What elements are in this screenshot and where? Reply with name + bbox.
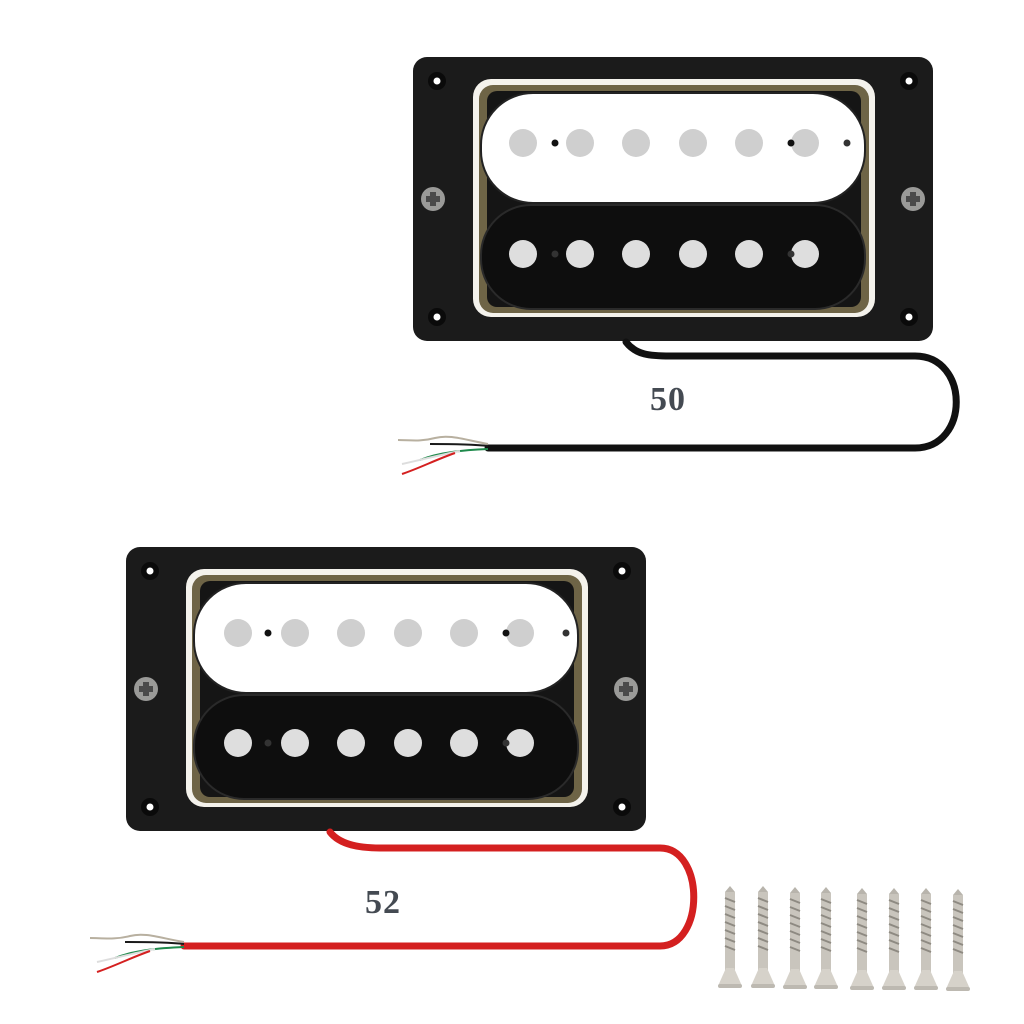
neck-pickup-label: 50 — [650, 381, 686, 418]
bridge-pickup — [125, 546, 647, 832]
neck-pickup-cable — [484, 338, 960, 452]
bridge-pickup-label: 52 — [365, 884, 401, 921]
neck-pickup — [412, 56, 934, 342]
neck-pickup-lead-wires — [397, 435, 489, 475]
bridge-pickup-lead-wires — [89, 933, 185, 973]
mounting-screws — [717, 885, 971, 992]
bridge-pickup-cable — [180, 828, 698, 950]
